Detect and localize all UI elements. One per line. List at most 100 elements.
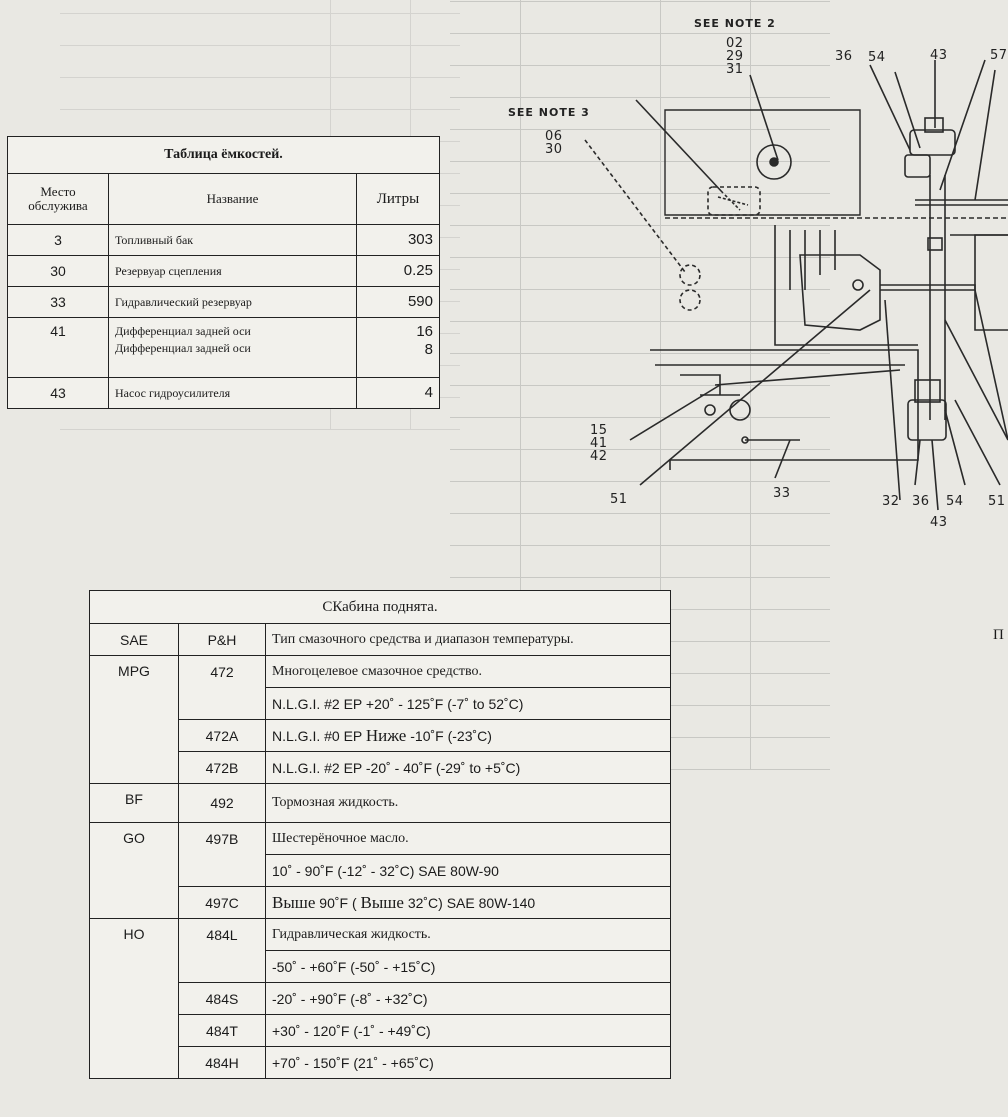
capacity-table-title: Таблица ёмкостей. bbox=[7, 136, 440, 174]
type-cell: -50˚ - +60˚F (-50˚ - +15˚C) bbox=[265, 950, 671, 983]
liters-cell: 4 bbox=[356, 377, 440, 409]
part-label: 43 bbox=[930, 48, 948, 63]
type-cell: N.L.G.I. #2 EP +20˚ - 125˚F (-7˚ to 52˚C… bbox=[265, 687, 671, 720]
name-cell: Насос гидроусилителя bbox=[108, 377, 357, 409]
hydraulic-diagram bbox=[584, 59, 1008, 511]
table-row: MPG 472 Многоцелевое смазочное средство. bbox=[89, 655, 671, 784]
part-label: 54 bbox=[868, 50, 886, 65]
part-label: 41 bbox=[590, 436, 608, 451]
type-text: Выше bbox=[272, 892, 316, 912]
table-row: 30 Резервуар сцепления 0.25 bbox=[7, 255, 440, 287]
ph-cell-empty bbox=[178, 950, 266, 983]
header-sae: SAE bbox=[89, 623, 179, 656]
ph-cell: 472 bbox=[178, 655, 266, 688]
name-cell: Дифференциал задней оси Дифференциал зад… bbox=[108, 317, 357, 378]
liters-cell: 303 bbox=[356, 224, 440, 256]
type-text: Ниже bbox=[365, 725, 407, 745]
type-cell: +70˚ - 150˚F (21˚ - +65˚C) bbox=[265, 1046, 671, 1079]
ph-cell: 484T bbox=[178, 1014, 266, 1047]
sae-cell: GO bbox=[89, 822, 179, 919]
table-row: GO 497B Шестерёночное масло. bbox=[89, 822, 671, 919]
part-number: 29 bbox=[726, 49, 744, 64]
lubricant-table-title: СКабина поднята. bbox=[89, 590, 671, 624]
type-cell: Тормозная жидкость. bbox=[265, 783, 671, 823]
type-cell: Гидравлическая жидкость. bbox=[265, 918, 671, 951]
note-2-part-numbers: 02 29 31 bbox=[726, 37, 744, 76]
table-row: HO 484L Гидравлическая жидкость. bbox=[89, 918, 671, 1079]
header-place: Место обслужива bbox=[7, 173, 109, 225]
ph-cell: 484S bbox=[178, 982, 266, 1015]
type-cell: -20˚ - +90˚F (-8˚ - +32˚C) bbox=[265, 982, 671, 1015]
place-cell: 43 bbox=[7, 377, 109, 409]
ph-cell-empty bbox=[178, 854, 266, 887]
header-liters: Литры bbox=[356, 173, 440, 225]
header-type: Тип смазочного средства и диапазон темпе… bbox=[265, 623, 671, 656]
capacity-table: Таблица ёмкостей. Место обслужива Назван… bbox=[7, 136, 440, 409]
part-label: 32 bbox=[882, 494, 900, 509]
table-row: -50˚ - +60˚F (-50˚ - +15˚C) bbox=[90, 950, 671, 983]
table-row: 484H +70˚ - 150˚F (21˚ - +65˚C) bbox=[90, 1046, 671, 1079]
table-row: BF 492 Тормозная жидкость. bbox=[89, 783, 671, 823]
table-row: 484S -20˚ - +90˚F (-8˚ - +32˚C) bbox=[90, 982, 671, 1015]
part-number: 02 bbox=[726, 36, 744, 51]
note-3-part-numbers: 06 30 bbox=[545, 130, 563, 156]
table-row: 41 Дифференциал задней оси Дифференциал … bbox=[7, 317, 440, 378]
place-cell: 3 bbox=[7, 224, 109, 256]
type-cell: N.L.G.I. #0 EP Ниже -10˚F (-23˚C) bbox=[265, 719, 671, 752]
table-row: N.L.G.I. #2 EP +20˚ - 125˚F (-7˚ to 52˚C… bbox=[90, 687, 671, 720]
table-row: 3 Топливный бак 303 bbox=[7, 224, 440, 256]
edge-character: П bbox=[993, 627, 1004, 643]
part-label: 57 bbox=[990, 48, 1008, 63]
header-name: Название bbox=[108, 173, 357, 225]
place-cell: 30 bbox=[7, 255, 109, 287]
lubricant-table: СКабина поднята. SAE P&H Тип смазочного … bbox=[89, 590, 671, 1079]
ph-cell: 472A bbox=[178, 719, 266, 752]
name-cell: Гидравлический резервуар bbox=[108, 286, 357, 318]
type-cell: N.L.G.I. #2 EP -20˚ - 40˚F (-29˚ to +5˚C… bbox=[265, 751, 671, 784]
ph-cell: 472B bbox=[178, 751, 266, 784]
part-label: 51 bbox=[988, 494, 1006, 509]
part-label: 36 bbox=[835, 49, 853, 64]
ph-cell: 497B bbox=[178, 822, 266, 855]
table-row: 43 Насос гидроусилителя 4 bbox=[7, 377, 440, 409]
left-part-numbers: 15 41 42 bbox=[590, 424, 608, 463]
liters-cell: 590 bbox=[356, 286, 440, 318]
part-number: 30 bbox=[545, 142, 563, 157]
ph-cell: 492 bbox=[178, 783, 266, 823]
table-row: 484T +30˚ - 120˚F (-1˚ - +49˚C) bbox=[90, 1014, 671, 1047]
liters-line: 16 bbox=[416, 323, 433, 340]
ph-cell-empty bbox=[178, 687, 266, 720]
name-line: Дифференциал задней оси bbox=[115, 341, 251, 355]
type-text: 32˚C) SAE 80W-140 bbox=[403, 894, 536, 911]
ph-cell: 484H bbox=[178, 1046, 266, 1079]
type-cell: +30˚ - 120˚F (-1˚ - +49˚C) bbox=[265, 1014, 671, 1047]
type-cell: Шестерёночное масло. bbox=[265, 822, 671, 855]
part-label: 33 bbox=[773, 486, 791, 501]
part-number: 31 bbox=[726, 62, 744, 77]
type-text: -10˚F (-23˚C) bbox=[406, 727, 492, 744]
place-cell: 41 bbox=[7, 317, 109, 378]
see-note-2-label: SEE NOTE 2 bbox=[694, 17, 776, 30]
table-row: 472B N.L.G.I. #2 EP -20˚ - 40˚F (-29˚ to… bbox=[90, 751, 671, 784]
part-label: 42 bbox=[590, 449, 608, 464]
part-label: 36 bbox=[912, 494, 930, 509]
ph-cell: 497C bbox=[178, 886, 266, 919]
part-label: 54 bbox=[946, 494, 964, 509]
header-ph: P&H bbox=[178, 623, 266, 656]
sae-cell: BF bbox=[89, 783, 179, 823]
name-cell: Резервуар сцепления bbox=[108, 255, 357, 287]
type-cell: Выше 90˚F ( Выше 32˚C) SAE 80W-140 bbox=[265, 886, 671, 919]
liters-cell: 16 8 bbox=[356, 317, 440, 378]
see-note-3-label: SEE NOTE 3 bbox=[508, 106, 590, 119]
part-label: 15 bbox=[590, 423, 608, 438]
table-row: 33 Гидравлический резервуар 590 bbox=[7, 286, 440, 318]
type-text: N.L.G.I. #0 EP bbox=[272, 727, 366, 744]
part-label: 43 bbox=[930, 515, 948, 530]
sae-cell: HO bbox=[89, 918, 179, 1079]
type-text: 90˚F ( bbox=[315, 894, 361, 911]
liters-cell: 0.25 bbox=[356, 255, 440, 287]
liters-line: 8 bbox=[424, 341, 433, 358]
part-label: 51 bbox=[610, 492, 628, 507]
table-row: 10˚ - 90˚F (-12˚ - 32˚C) SAE 80W-90 bbox=[90, 854, 671, 887]
type-text: Выше bbox=[360, 892, 404, 912]
